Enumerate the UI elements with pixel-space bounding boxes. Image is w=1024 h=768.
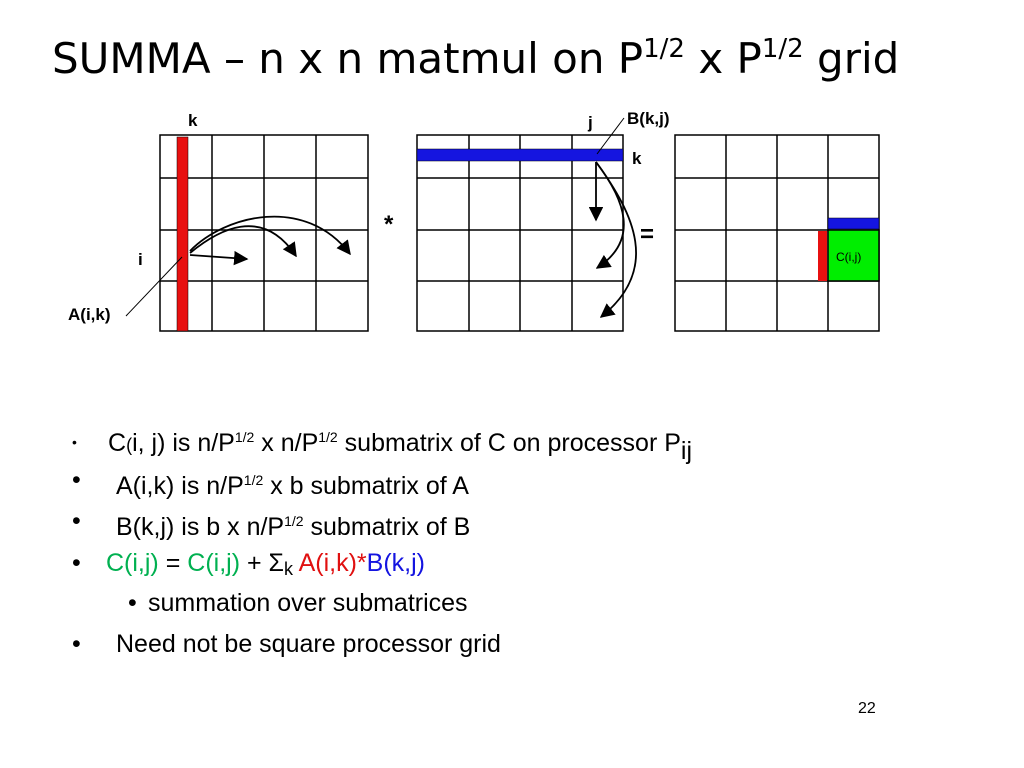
- label-aik: A(i,k): [68, 305, 111, 324]
- bullet-marker: •: [72, 466, 81, 494]
- c-block-green: [827, 229, 880, 282]
- bullet-grid: Need not be square processor grid: [116, 630, 501, 658]
- c-block-blue-strip: [827, 217, 880, 230]
- label-k-top: k: [188, 111, 198, 130]
- label-bkj: B(k,j): [627, 109, 670, 128]
- matrix-b-grid: [416, 134, 624, 332]
- a-column-k: [176, 136, 189, 332]
- equals-operator: =: [640, 221, 654, 248]
- label-j: j: [587, 113, 593, 132]
- c-block-red-strip: [818, 231, 827, 281]
- page-number: 22: [858, 700, 876, 717]
- matrix-a-grid: [159, 134, 369, 332]
- label-i: i: [138, 250, 143, 269]
- bkj-pointer-line: [596, 117, 625, 155]
- a-broadcast-arrows: [189, 215, 351, 266]
- b-row-k: [416, 148, 624, 162]
- bullet-marker: •: [72, 549, 81, 577]
- bullet-summation: summation over submatrices: [148, 589, 468, 617]
- bullet-marker: •: [72, 630, 81, 658]
- bullet-marker: •: [72, 507, 81, 535]
- summa-diagram: k j B(k,j) k i A(i,k) C(i,j) * =: [68, 109, 880, 332]
- bullet-marker: •: [128, 589, 137, 617]
- bullet-marker: •: [72, 434, 77, 450]
- times-operator: *: [384, 211, 394, 238]
- label-k-right: k: [632, 149, 642, 168]
- slide-title: SUMMA – n x n matmul on P1/2 x P1/2 grid: [52, 34, 900, 83]
- label-cij: C(i,j): [836, 250, 861, 264]
- b-broadcast-arrows: [588, 161, 637, 318]
- bullet-aik: A(i,k) is n/P1/2 x b submatrix of A: [116, 472, 469, 500]
- bullet-formula: C(i,j) = C(i,j) + Σk A(i,k)*B(k,j): [106, 549, 425, 579]
- bullet-cij: C(i, j) is n/P1/2 x n/P1/2 submatrix of …: [108, 429, 693, 465]
- aik-pointer-line: [125, 256, 183, 317]
- bullet-bkj: B(k,j) is b x n/P1/2 submatrix of B: [116, 513, 471, 541]
